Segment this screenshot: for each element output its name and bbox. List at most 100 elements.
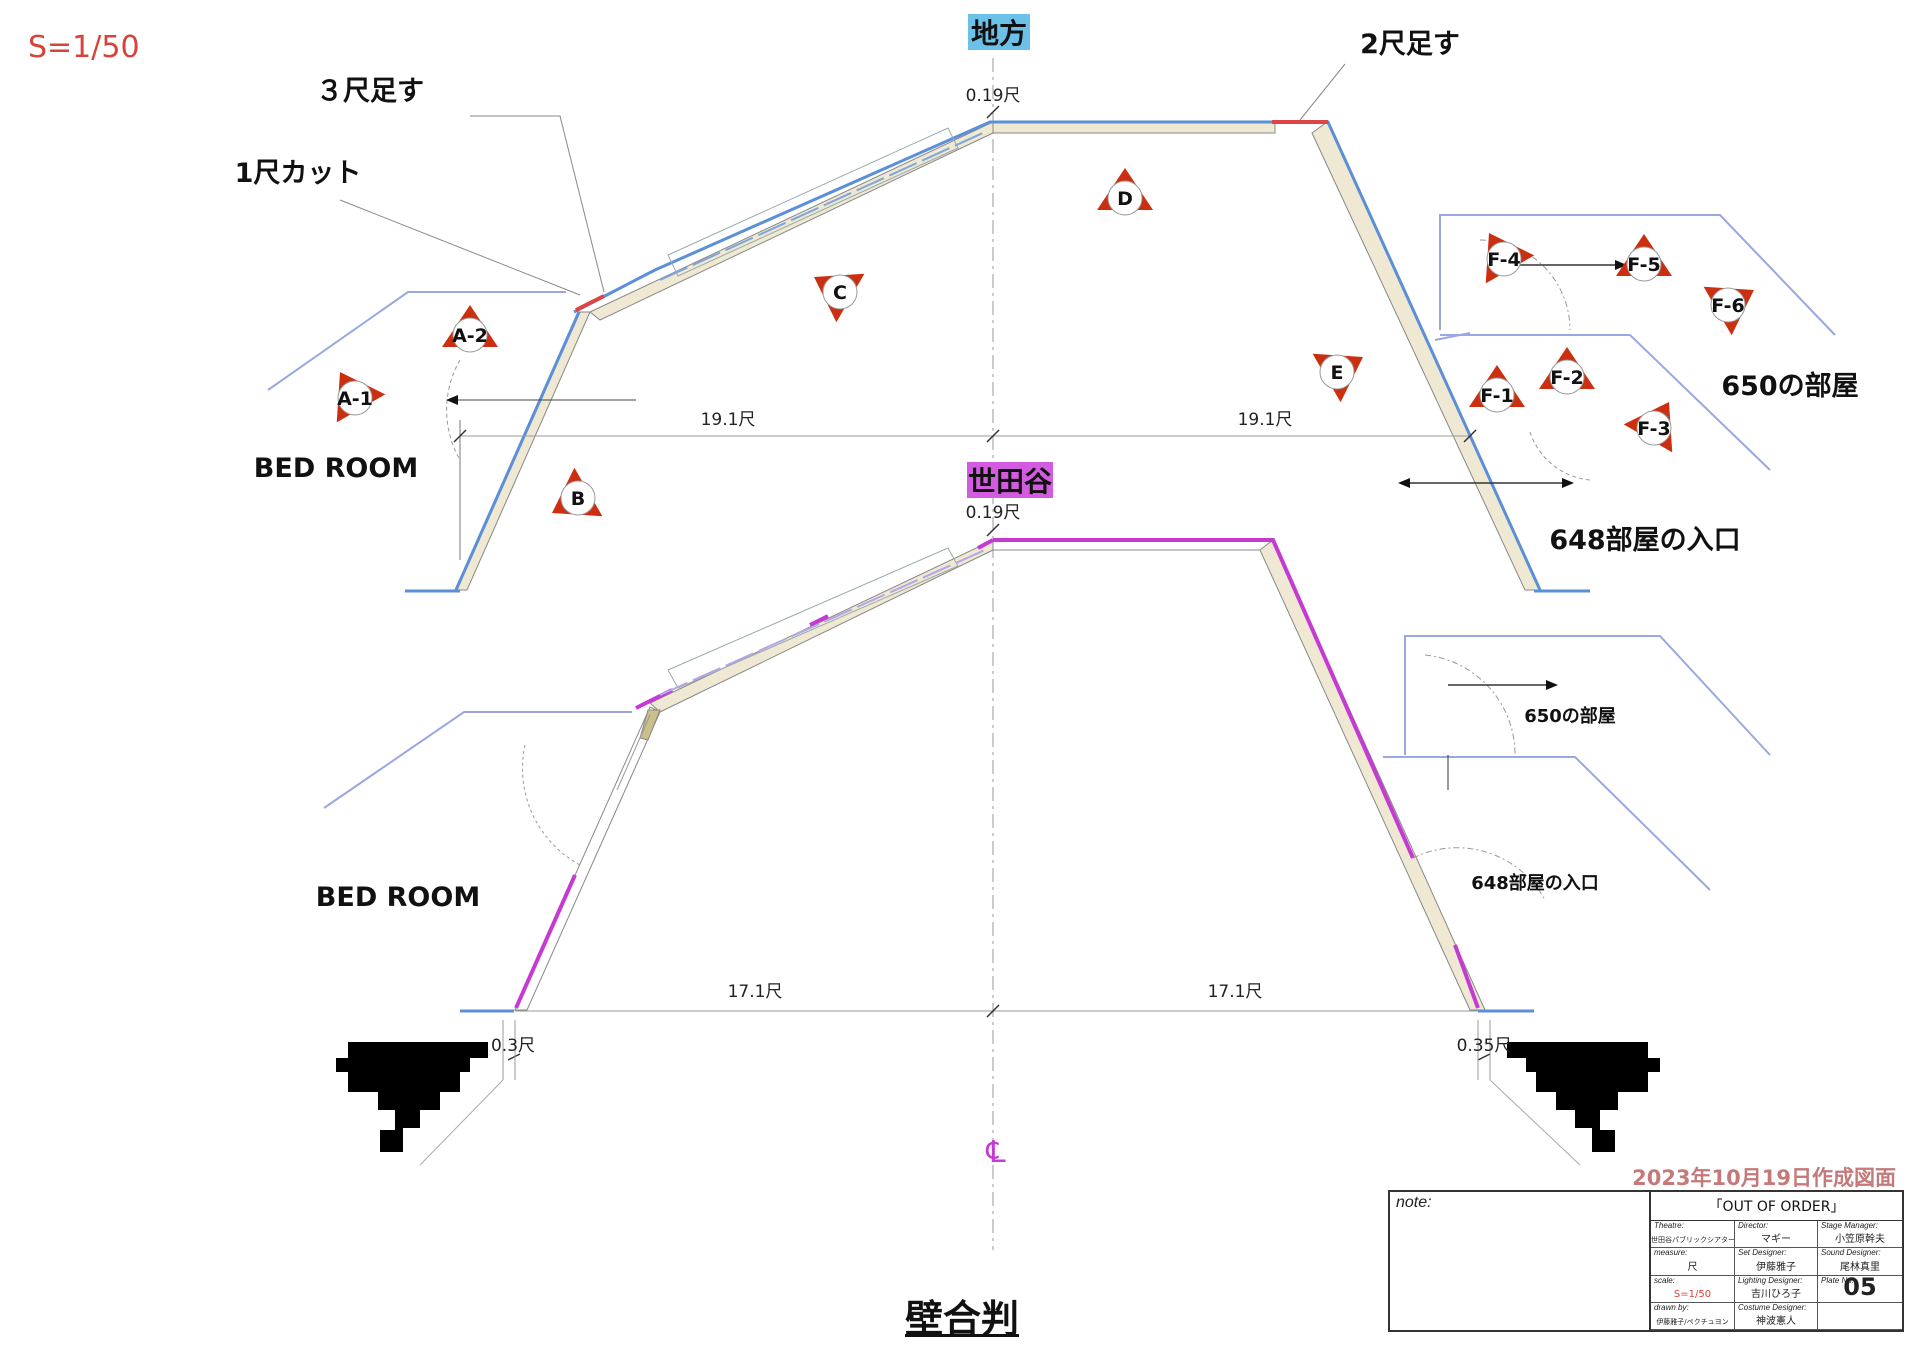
sound-value: 尾林真里	[1840, 1261, 1880, 1273]
set-value: 伊藤雅子	[1756, 1261, 1796, 1273]
view-marker-label: F-4	[1487, 249, 1521, 271]
leader-3	[470, 115, 605, 293]
set-key: Set Designer:	[1738, 1248, 1787, 1258]
bottom-wall-panel-right	[1259, 539, 1486, 1011]
bottom-650-room-wall-2	[1383, 756, 1711, 891]
plate-title: 壁合判	[905, 1297, 1020, 1341]
view-marker-label: E	[1331, 362, 1344, 384]
director-key: Director:	[1738, 1221, 1769, 1230]
costume-cell: Costume Designer: 神波憲人	[1735, 1302, 1818, 1330]
label-add-3: ３尺足す	[316, 76, 424, 107]
top-648-wall	[1434, 332, 1471, 341]
top-wall-line-left	[454, 311, 581, 591]
top-plan: 地方 ３尺足す 1尺カット 2尺足す 0.19尺 19.1尺 19.1尺 BED…	[235, 14, 1859, 593]
date-note: 2023年10月19日作成図面	[1632, 1166, 1896, 1190]
centerline-mark: ℄	[985, 1135, 1005, 1170]
top-bed-room: BED ROOM	[254, 453, 418, 484]
bottom-wall-wedge	[639, 709, 661, 741]
bottom-room-650: 650の部屋	[1524, 705, 1616, 727]
bottom-plan: 世田谷 0.19尺 17.1尺 17.1尺 BED ROOM 650の部屋 64…	[316, 462, 1771, 1166]
plate-cell: Plate No:05	[1818, 1276, 1902, 1303]
view-marker-label: A-1	[337, 388, 373, 410]
bottom-plan-label-bg	[967, 462, 1053, 498]
label-cut-1: 1尺カット	[235, 158, 362, 189]
theatre-cell: Theatre:世田谷パブリックシアター	[1651, 1221, 1735, 1249]
view-marker-label: C	[833, 282, 847, 304]
bottom-gap-right: 0.35尺	[1457, 1036, 1512, 1056]
sm-key: Stage Manager:	[1821, 1221, 1878, 1230]
sound-cell: Sound Designer: 尾林真里	[1818, 1248, 1902, 1276]
director-cell: Director: マギー	[1735, 1221, 1818, 1249]
drawn-cell: drawn by: 伊藤雅子/ペクチュヨン	[1651, 1302, 1735, 1330]
bottom-width-left: 17.1尺	[728, 982, 783, 1002]
top-entrance-648: 648部屋の入口	[1549, 524, 1740, 556]
top-plan-label: 地方	[971, 17, 1027, 50]
view-marker-f-5: F-5	[1616, 234, 1672, 282]
theatre-key: Theatre:	[1654, 1221, 1684, 1230]
set-cell: Set Designer: 伊藤雅子	[1735, 1248, 1818, 1276]
view-marker-f-6: F-6	[1703, 286, 1754, 336]
scale-key: scale:	[1654, 1275, 1675, 1285]
top-offset: 0.19尺	[966, 86, 1021, 106]
measure-key: measure:	[1654, 1248, 1688, 1258]
sound-key: Sound Designer:	[1821, 1248, 1881, 1258]
title-block: note: 「OUT OF ORDER」 Theatre:世田谷パブリックシアタ…	[1388, 1190, 1904, 1332]
bottom-bedroom-wall	[323, 711, 632, 809]
view-marker-f-2: F-2	[1539, 347, 1595, 395]
drawn-key: drawn by:	[1654, 1302, 1689, 1312]
plate-value: 05	[1843, 1275, 1877, 1301]
leader-1	[339, 199, 581, 296]
bottom-wall-line-top	[993, 538, 1415, 859]
seating-block-left	[336, 1042, 488, 1152]
label-add-2: 2尺足す	[1360, 29, 1460, 60]
title-info: 「OUT OF ORDER」 Theatre:世田谷パブリックシアター Dire…	[1651, 1192, 1902, 1330]
light-value: 吉川ひろ子	[1751, 1288, 1801, 1300]
top-door-648	[1529, 431, 1591, 481]
scale-label: S=1/50	[28, 30, 140, 65]
top-wall-panel-center	[992, 121, 1276, 134]
sm-cell: Stage Manager: 小笠原幹夫	[1818, 1221, 1902, 1249]
bottom-platform	[667, 547, 959, 689]
view-marker-f-4: F-4	[1485, 233, 1535, 284]
empty-cell	[1818, 1303, 1902, 1330]
view-marker-label: D	[1117, 188, 1133, 210]
drawn-value: 伊藤雅子/ペクチュヨン	[1656, 1318, 1729, 1326]
scale-cell: scale: S=1/50	[1651, 1275, 1735, 1303]
show-title: 「OUT OF ORDER」	[1651, 1192, 1902, 1221]
leader-2	[1299, 63, 1346, 121]
top-platform	[667, 127, 959, 277]
note-area: note:	[1390, 1192, 1651, 1330]
measure-value: 尺	[1687, 1261, 1698, 1273]
measure-cell: measure: 尺	[1651, 1248, 1735, 1276]
view-marker-c: C	[814, 273, 865, 323]
sm-value: 小笠原幹夫	[1835, 1234, 1885, 1246]
top-650-room-wall-2	[1440, 334, 1771, 471]
view-marker-label: B	[571, 488, 585, 510]
seating-block-right	[1507, 1042, 1660, 1152]
view-marker-label: F-5	[1627, 254, 1661, 276]
top-width-right: 19.1尺	[1238, 410, 1293, 430]
top-650-room-wall-1	[1439, 214, 1836, 336]
view-marker-f-1: F-1	[1469, 365, 1525, 413]
light-cell: Lighting Designer:吉川ひろ子	[1735, 1275, 1818, 1303]
bottom-entrance-648: 648部屋の入口	[1471, 872, 1599, 894]
top-width-left: 19.1尺	[701, 410, 756, 430]
bottom-650-room-wall-1	[1404, 635, 1771, 756]
bottom-bed-room: BED ROOM	[316, 882, 480, 913]
view-marker-label: F-6	[1711, 295, 1745, 317]
view-marker-label: A-2	[452, 325, 488, 347]
scale-value: S=1/50	[1673, 1288, 1712, 1300]
bottom-door-bed	[522, 744, 581, 866]
top-plan-label-bg	[968, 14, 1030, 50]
director-value: マギー	[1761, 1234, 1791, 1246]
view-marker-label: F-2	[1550, 367, 1584, 389]
costume-key: Costume Designer:	[1738, 1302, 1807, 1312]
view-marker-a-1: A-1	[336, 372, 386, 423]
top-door-bed	[446, 359, 461, 461]
costume-value: 神波憲人	[1756, 1316, 1796, 1327]
bottom-width-right: 17.1尺	[1208, 982, 1263, 1002]
note-label: note:	[1396, 1194, 1432, 1211]
top-room-650: 650の部屋	[1721, 370, 1858, 402]
view-marker-b: B	[552, 467, 603, 517]
